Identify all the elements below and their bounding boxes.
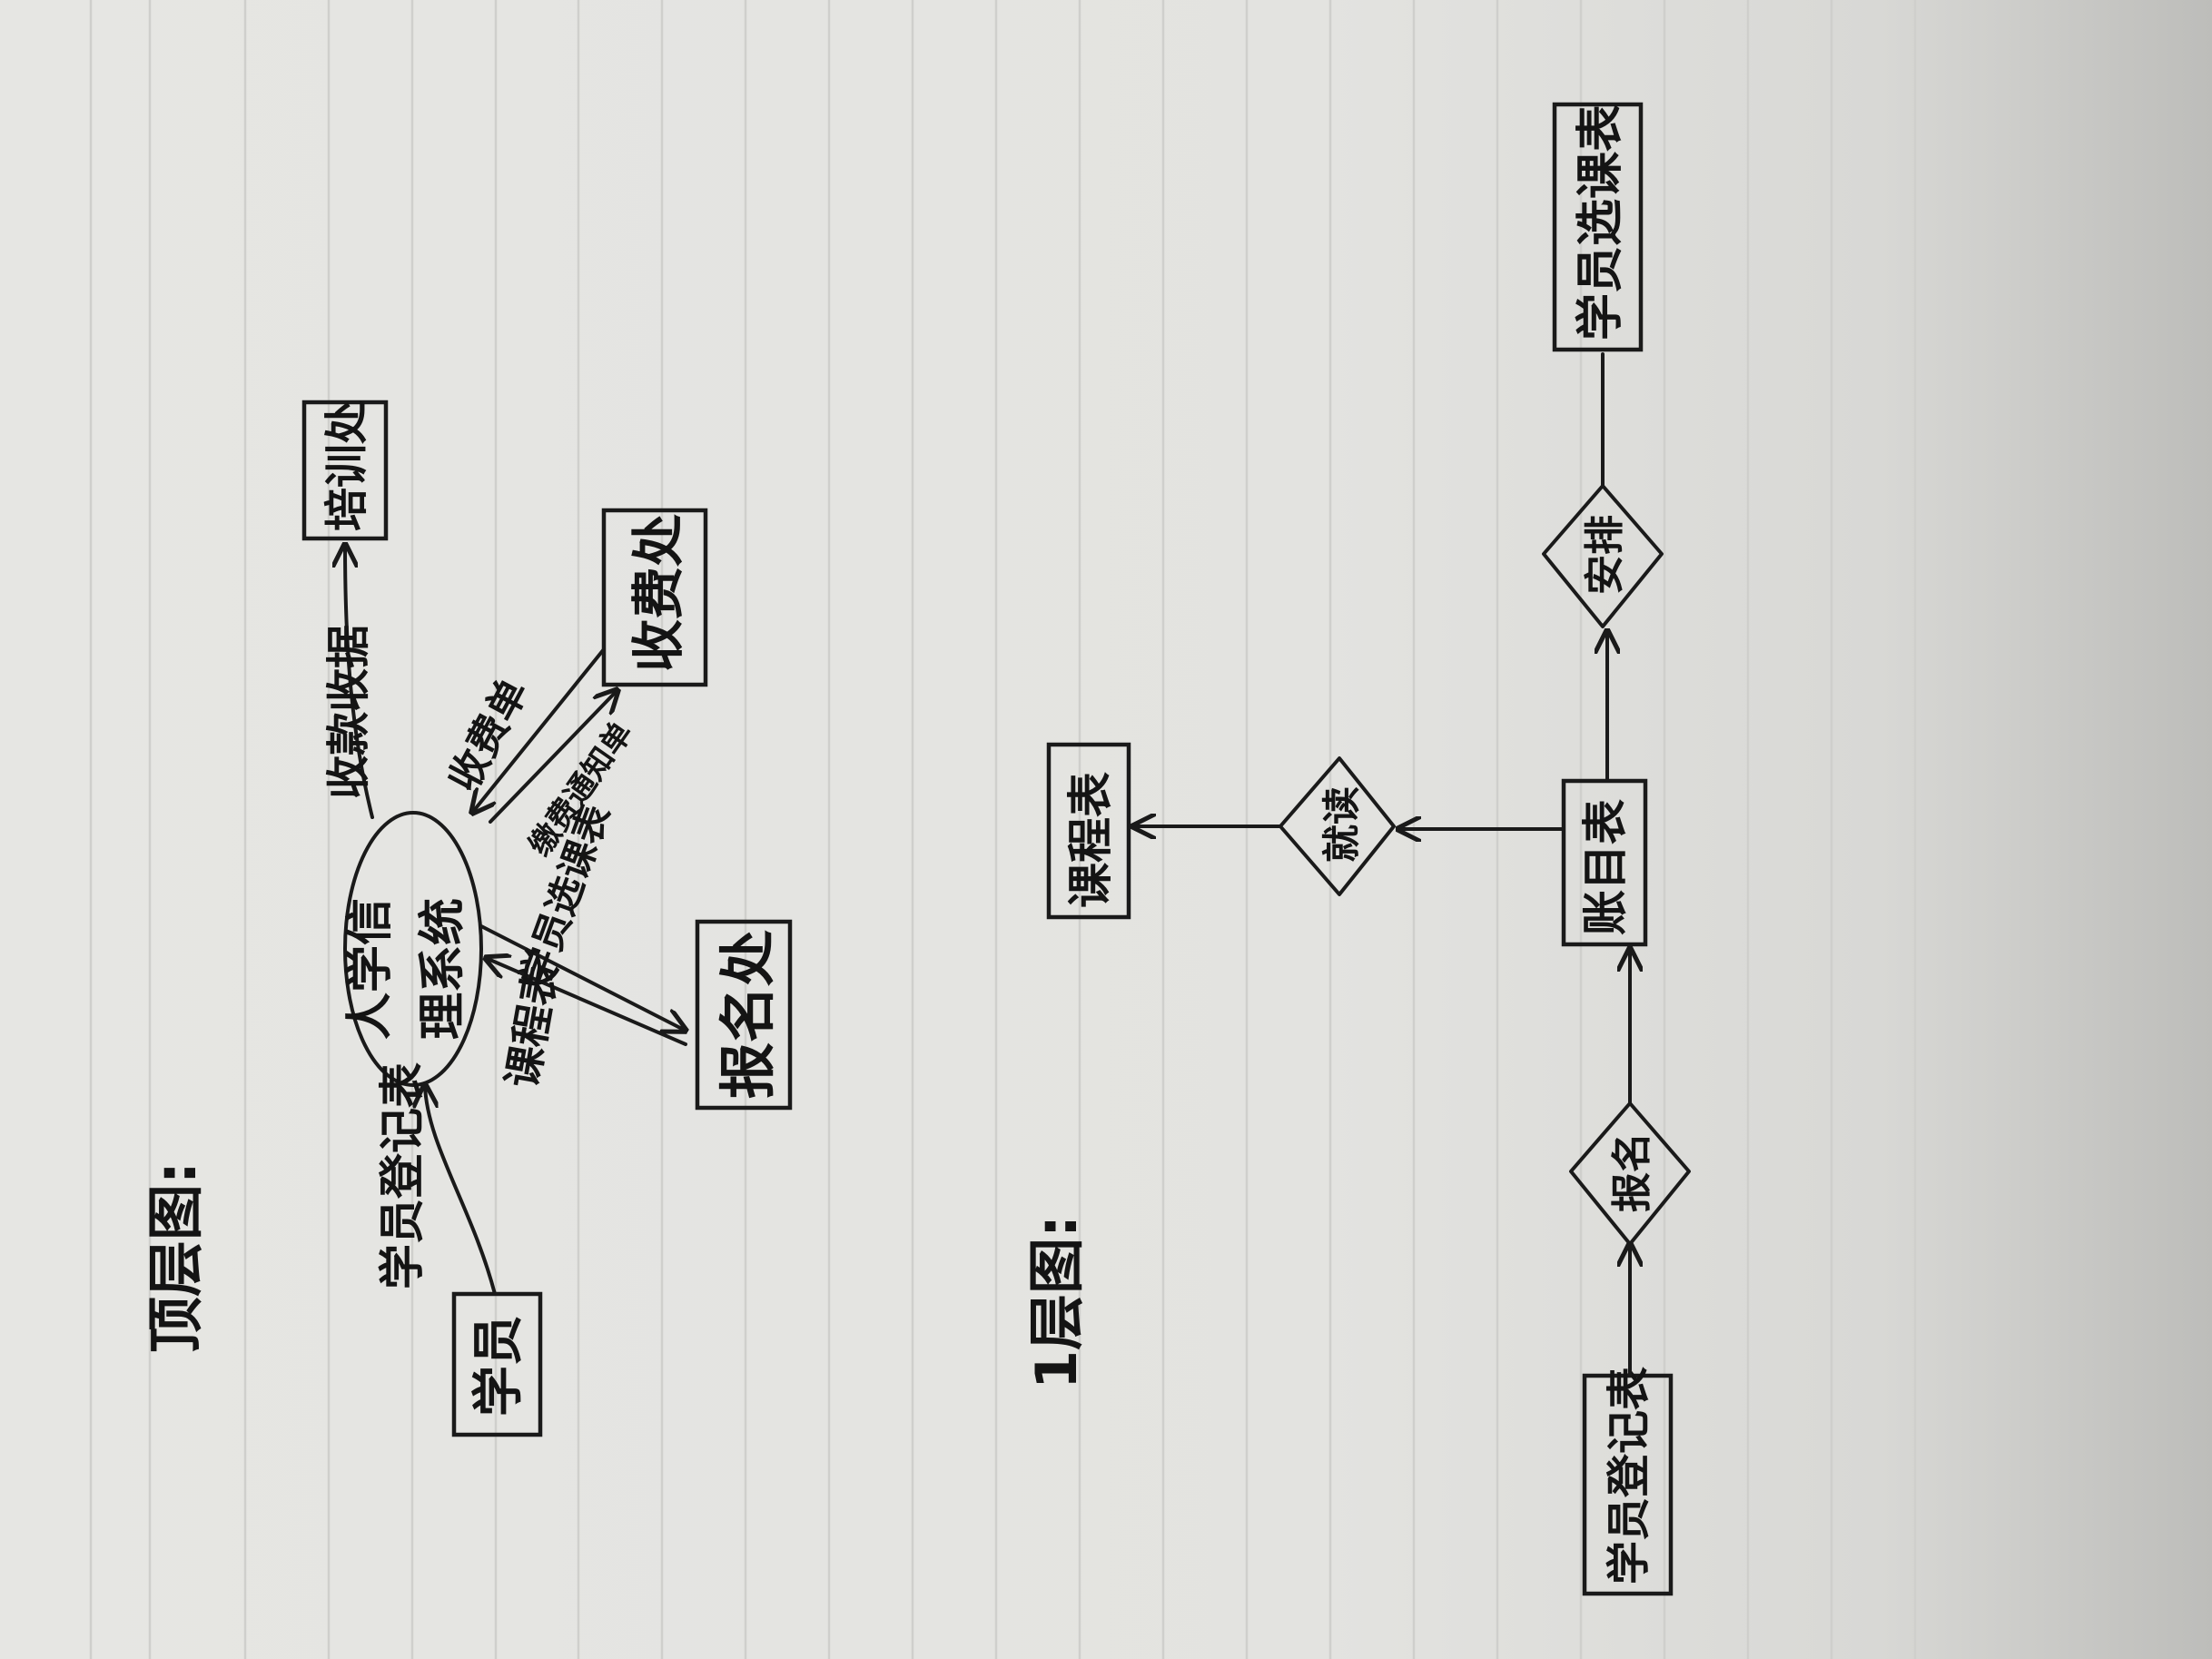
flow-receipt-label: 收费单 <box>440 672 538 799</box>
process-label-line2: 理系统 <box>416 898 470 1040</box>
flow-registration-record-label: 学员登记表 <box>376 1062 429 1289</box>
flow-cashier-to-process <box>472 647 606 813</box>
flow-process-to-cashier <box>489 690 617 824</box>
flow-registration-to-process <box>486 958 687 1046</box>
cashier-entity-box <box>601 508 708 687</box>
arrange-decision <box>1542 484 1664 628</box>
schedule-label: 课程表 <box>1064 772 1117 908</box>
student-entity-box <box>451 1291 543 1437</box>
registration-entity-label: 报名处 <box>715 930 781 1099</box>
attend-decision-label: 就读 <box>1319 786 1364 863</box>
flow-schedule-label: 课程表 <box>498 960 568 1091</box>
level1-diagram-title: 1层图: <box>1023 1215 1090 1389</box>
schedule-box <box>1046 742 1131 920</box>
top-level-diagram: 顶层图: 人学信 理系统 学员 培训处 收费处 报名处 学员登记表 收款收据 收… <box>143 400 793 1437</box>
registration-entity-box <box>695 919 793 1111</box>
training-entity-box <box>301 400 389 541</box>
top-diagram-title: 顶层图: <box>143 1161 209 1353</box>
account-box <box>1561 778 1648 947</box>
student-record-box <box>1582 1373 1674 1596</box>
cashier-entity-label: 收费处 <box>627 514 689 672</box>
level1-diagram: 1层图: 学员登记表 报名 账目表 就读 课程表 安排 学员选课表 <box>1023 102 1691 1596</box>
flow-data-collection-label: 收款收据 <box>323 625 374 799</box>
account-label: 账目表 <box>1579 799 1632 935</box>
student-record-label: 学员登记表 <box>1604 1367 1654 1585</box>
attend-decision <box>1279 756 1396 896</box>
flow-student-to-process <box>425 1085 497 1296</box>
training-entity-label: 培训处 <box>321 400 372 531</box>
course-selection-label: 学员选课表 <box>1574 104 1628 341</box>
arrange-decision-label: 安排 <box>1582 515 1628 595</box>
student-entity-label: 学员 <box>469 1315 528 1417</box>
course-selection-box <box>1552 102 1644 352</box>
register-decision-label: 报名 <box>1609 1132 1655 1212</box>
process-label-line1: 人学信 <box>343 898 398 1040</box>
flow-process-to-registration <box>479 924 686 1031</box>
flow-process-to-training <box>345 545 374 819</box>
